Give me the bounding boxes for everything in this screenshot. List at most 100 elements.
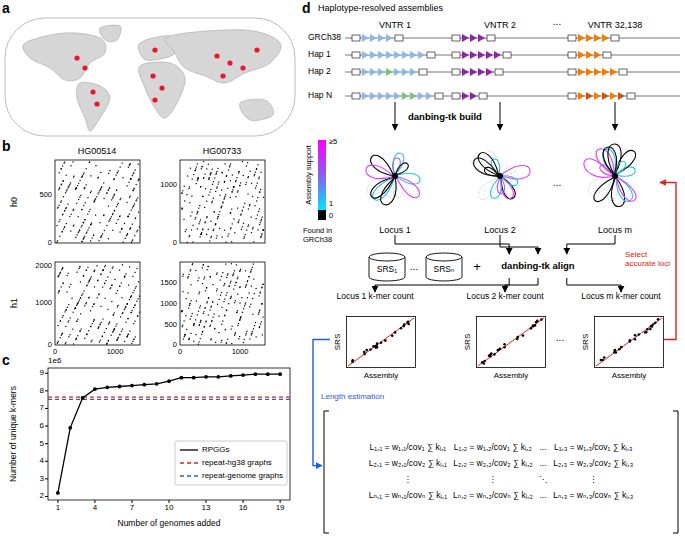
alignment-dot bbox=[64, 210, 65, 211]
alignment-dot bbox=[211, 321, 212, 322]
alignment-dot bbox=[198, 277, 199, 278]
alignment-dot bbox=[127, 185, 128, 186]
alignment-dot bbox=[133, 206, 134, 207]
alignment-dot bbox=[200, 338, 201, 339]
alignment-dot bbox=[197, 178, 198, 179]
alignment-dot bbox=[217, 168, 218, 169]
tick-mark bbox=[45, 426, 48, 427]
alignment-dot bbox=[257, 214, 258, 215]
alignment-dot bbox=[124, 276, 125, 277]
alignment-dot bbox=[257, 183, 258, 184]
axis-tick: 0 bbox=[178, 348, 182, 357]
data-point bbox=[618, 348, 621, 351]
graph-loop bbox=[478, 176, 500, 200]
alignment-dot bbox=[208, 266, 209, 267]
alignment-dot bbox=[134, 321, 135, 322]
alignment-dot bbox=[237, 310, 238, 311]
alignment-dot bbox=[68, 304, 69, 305]
alignment-dot bbox=[258, 312, 259, 313]
alignment-dot bbox=[109, 187, 110, 188]
alignment-dot bbox=[239, 319, 240, 320]
legend-text: repeat-hg38 graphs bbox=[202, 458, 272, 467]
alignment-dot bbox=[185, 231, 186, 232]
matrix-entry: ⋮ bbox=[404, 475, 413, 485]
alignment-dot bbox=[78, 183, 79, 184]
alignment-dot bbox=[57, 240, 58, 241]
alignment-dot bbox=[132, 341, 133, 342]
alignment-dot bbox=[67, 187, 68, 188]
alignment-dot bbox=[256, 168, 257, 169]
alignment-dot bbox=[79, 197, 80, 198]
alignment-dot bbox=[108, 189, 109, 190]
alignment-dot bbox=[190, 168, 191, 169]
alignment-dot bbox=[73, 225, 74, 226]
alignment-dot bbox=[120, 231, 121, 232]
alignment-dot bbox=[199, 205, 200, 206]
alignment-dot bbox=[226, 310, 227, 311]
repeat-motif bbox=[386, 34, 393, 42]
alignment-dot bbox=[58, 292, 59, 293]
map-frame bbox=[5, 18, 295, 136]
alignment-dot bbox=[116, 190, 117, 191]
alignment-dot bbox=[207, 269, 208, 270]
alignment-dot bbox=[77, 234, 78, 235]
alignment-dot bbox=[83, 205, 84, 206]
alignment-dot bbox=[224, 299, 225, 300]
alignment-dot bbox=[262, 284, 263, 285]
alignment-dot bbox=[110, 287, 111, 288]
rpgg-point bbox=[68, 426, 72, 430]
data-point bbox=[365, 349, 368, 352]
alignment-dot bbox=[60, 272, 61, 273]
fit-line bbox=[596, 318, 662, 366]
graph-loop bbox=[615, 176, 633, 201]
axis-tick: 8 bbox=[40, 386, 44, 395]
alignment-dot bbox=[189, 186, 190, 187]
alignment-dot bbox=[214, 211, 215, 212]
alignment-dot bbox=[251, 232, 252, 233]
alignment-dot bbox=[193, 174, 194, 175]
repeat-motif bbox=[578, 68, 585, 76]
graph-loop bbox=[615, 176, 636, 201]
alignment-dot bbox=[200, 234, 201, 235]
alignment-dot bbox=[245, 287, 246, 288]
alignment-dot bbox=[198, 293, 199, 294]
alignment-dot bbox=[121, 331, 122, 332]
tick-mark bbox=[45, 408, 48, 409]
alignment-dot bbox=[206, 201, 207, 202]
alignment-dot bbox=[128, 285, 129, 286]
alignment-dot bbox=[64, 311, 65, 312]
alignment-dot bbox=[256, 336, 257, 337]
alignment-dot bbox=[248, 292, 249, 293]
alignment-dot bbox=[182, 291, 183, 292]
graph-loop bbox=[491, 176, 502, 198]
alignment-dot bbox=[243, 223, 244, 224]
alignment-dot bbox=[61, 269, 62, 270]
alignment-dot bbox=[259, 192, 260, 193]
graph-label: Locus 2 bbox=[455, 225, 545, 235]
alignment-dot bbox=[90, 192, 91, 193]
alignment-dot bbox=[198, 311, 199, 312]
alignment-dot bbox=[189, 338, 190, 339]
alignment-dot bbox=[127, 318, 128, 319]
axis-tick: 6 bbox=[40, 421, 44, 430]
alignment-dot bbox=[113, 196, 114, 197]
repeat-motif bbox=[402, 51, 409, 59]
alignment-dot bbox=[77, 304, 78, 305]
alignment-dot bbox=[86, 168, 87, 169]
alignment-dot bbox=[245, 234, 246, 235]
alignment-dot bbox=[222, 202, 223, 203]
alignment-dot bbox=[184, 334, 185, 335]
alignment-dot bbox=[210, 325, 211, 326]
repeat-motif bbox=[594, 51, 601, 59]
edge-label: Select accurate loci bbox=[624, 250, 672, 268]
alignment-dot bbox=[84, 338, 85, 339]
alignment-dot bbox=[243, 342, 244, 343]
sample-dot bbox=[94, 101, 99, 106]
axis-tick: 0 bbox=[173, 239, 177, 248]
alignment-dot bbox=[181, 311, 182, 312]
repeat-motif bbox=[470, 51, 477, 59]
alignment-dot bbox=[254, 205, 255, 206]
data-point bbox=[634, 338, 637, 341]
alignment-dot bbox=[98, 294, 99, 295]
alignment-dot bbox=[218, 316, 219, 317]
